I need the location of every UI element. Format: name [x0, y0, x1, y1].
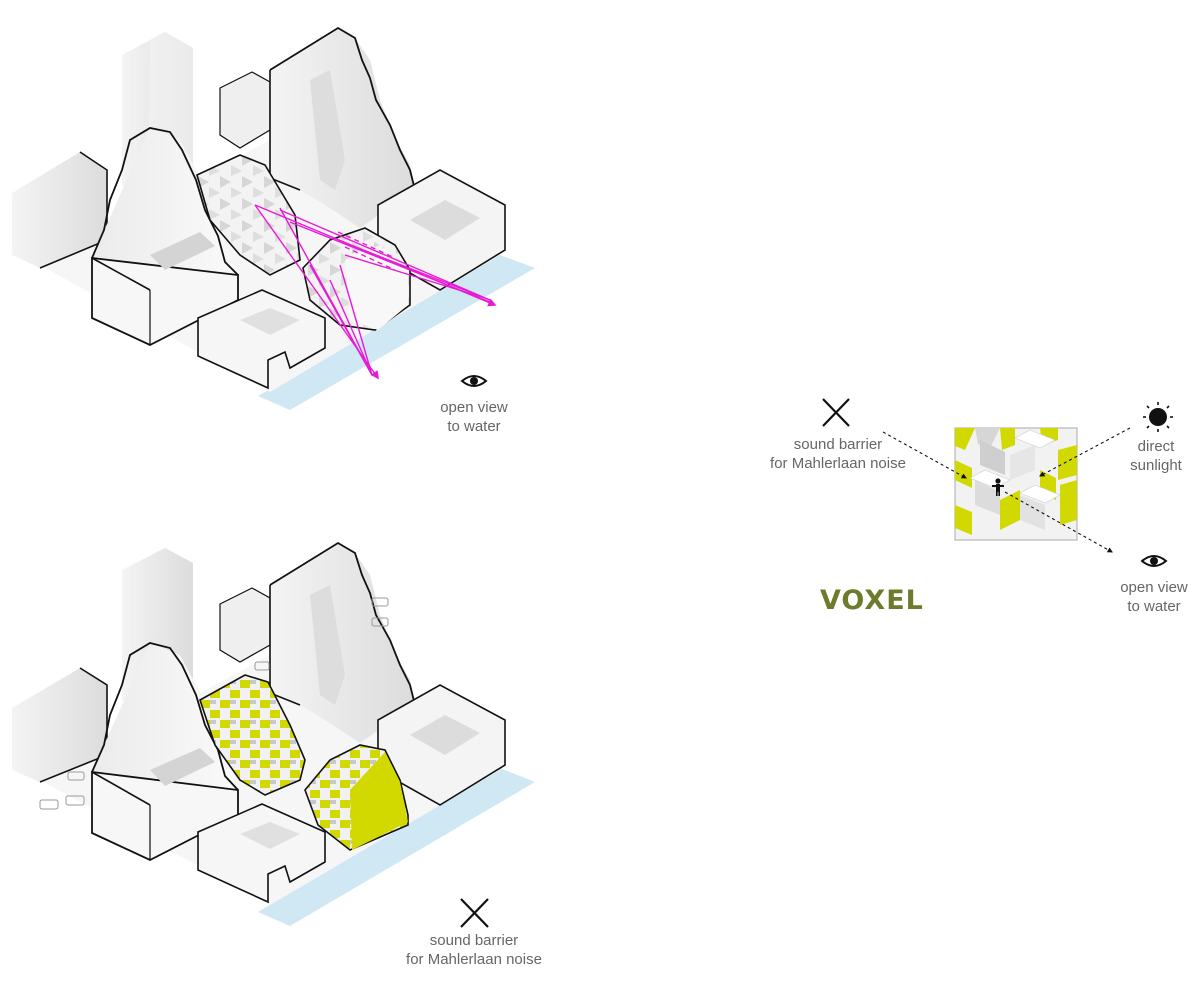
voxel-mass-upper-green	[199, 674, 306, 796]
building-front-u	[197, 289, 326, 390]
building-back-box	[219, 71, 271, 149]
building-stepped-tower	[269, 26, 416, 228]
building-pyramid-tower	[91, 642, 239, 862]
label-sound-barrier-bottom: sound barrier for Mahlerlaan noise	[406, 932, 542, 968]
label-sound-barrier-right: sound barrier for Mahlerlaan noise	[770, 436, 906, 472]
sightlines	[254, 204, 497, 380]
person-icon	[992, 478, 1004, 496]
building-left-low	[12, 151, 108, 269]
building-front-u	[197, 803, 326, 904]
page-title: VOXEL	[820, 585, 924, 616]
detail-arrows	[882, 427, 1131, 553]
label-direct-sunlight: direct sunlight	[1130, 438, 1182, 474]
top-city-model	[12, 26, 535, 410]
label-open-view-top: open view to water	[440, 399, 508, 435]
voxel-grid-cells	[955, 428, 1077, 535]
building-right-courtyard	[377, 684, 506, 806]
cross-icon	[822, 398, 850, 427]
water-strip	[258, 255, 535, 410]
cross-icon	[460, 898, 489, 928]
car-sketches	[39, 597, 389, 810]
voxel-detail	[882, 427, 1131, 553]
eye-icon	[460, 375, 488, 387]
voxel-mass-upper	[196, 154, 301, 276]
label-open-view-right: open view to water	[1120, 579, 1188, 615]
water-strip	[258, 768, 535, 926]
building-left-low	[12, 667, 108, 783]
building-right-courtyard	[377, 169, 506, 291]
sun-icon	[1143, 402, 1173, 432]
eye-icon	[1140, 555, 1168, 567]
voxel-mass-lower-green	[304, 744, 409, 851]
bottom-city-model	[12, 541, 535, 926]
voxel-mass-lower	[302, 227, 411, 331]
building-back-box	[219, 587, 271, 663]
